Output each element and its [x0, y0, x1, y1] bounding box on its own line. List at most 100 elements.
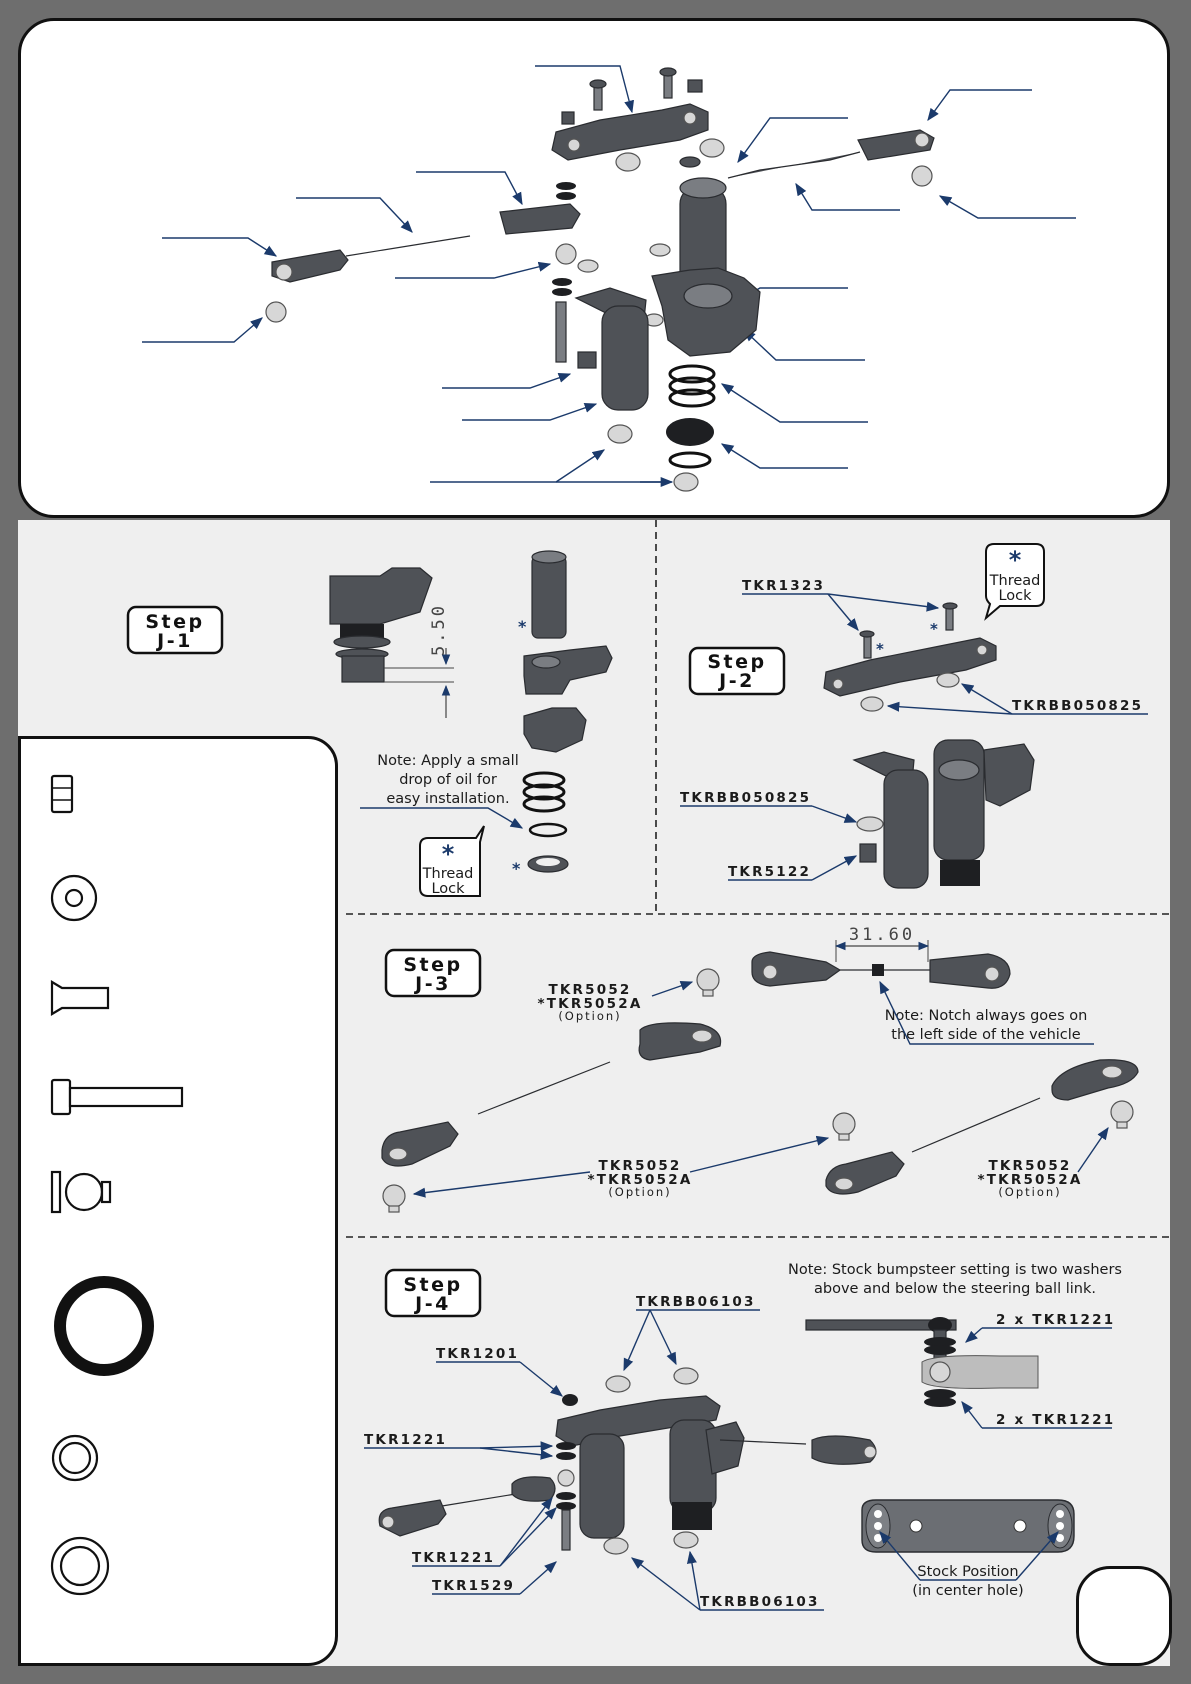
- j1-threadlock-line-2: Lock: [431, 881, 465, 897]
- j1-parts-stack: * *: [512, 550, 613, 878]
- hardware-legend: [50, 774, 184, 1596]
- step-j4-badge: Step J-4: [384, 1268, 482, 1318]
- j2-link-assembly: * *: [823, 602, 997, 712]
- j3-leader-ball-top: [651, 980, 694, 997]
- j3-notch-note: Note: Notch always goes on the left side…: [879, 980, 1094, 1045]
- section-dividers: [346, 520, 1172, 1238]
- j4-label-screw: TKR1529: [432, 1578, 515, 1594]
- j3-right-linkage: [825, 1059, 1139, 1195]
- j4-leader-screw: [519, 1561, 557, 1595]
- step-j3-title: Step: [403, 954, 462, 976]
- j4-label-nut: TKR1201: [436, 1346, 519, 1362]
- j2-threadlock-line-1: Thread: [989, 573, 1041, 589]
- j2-leader-screw-a: [827, 593, 859, 631]
- j3-label-ball-top-opt: (Option): [558, 1009, 621, 1023]
- j1-threadlock-callout: * Thread Lock: [419, 825, 485, 897]
- j4-label-washer-top-detail: 2 x TKR1221: [996, 1312, 1115, 1328]
- thick-shim-icon: [50, 1536, 110, 1596]
- j4-label-washer-upper: TKR1221: [364, 1432, 447, 1448]
- washer-icon: [50, 874, 98, 922]
- step-j3-badge: Step J-3: [384, 948, 482, 998]
- j1-oil-note: Note: Apply a small drop of oil for easy…: [360, 753, 524, 829]
- j4-leader-bearing-top-b: [649, 1309, 677, 1366]
- j4-leader-washer-upper-a: [479, 1441, 554, 1452]
- locknut-icon: [50, 774, 74, 814]
- j2-leader-bearing-a: [960, 683, 1013, 715]
- svg-text:*: *: [930, 620, 938, 638]
- j4-position-line-2: (in center hole): [912, 1583, 1023, 1599]
- j3-label-ball-mid-opt: (Option): [608, 1185, 671, 1199]
- j4-main-assembly: [378, 1367, 877, 1555]
- j4-note-line-1: Note: Stock bumpsteer setting is two was…: [788, 1262, 1122, 1278]
- j4-leader-washer-lower-a: [499, 1496, 553, 1567]
- j4-bumpsteer-note: Note: Stock bumpsteer setting is two was…: [788, 1262, 1122, 1297]
- svg-text:*: *: [518, 617, 527, 636]
- j4-leader-detail-top: [965, 1327, 983, 1343]
- pivot-ball-icon: [50, 1170, 112, 1214]
- j1-note-line-3: easy installation.: [386, 791, 509, 807]
- j4-leader-bearing-top-a: [623, 1309, 651, 1372]
- j3-note-line-1: Note: Notch always goes on: [885, 1008, 1088, 1024]
- step-j2-number: J-2: [717, 670, 755, 692]
- j3-leader-ball-mid-right: [689, 1135, 830, 1173]
- j3-label-ball-right: TKR5052: [988, 1158, 1071, 1174]
- step-j1-number: J-1: [155, 630, 193, 652]
- j2-label-bearing-top: TKRBB050825: [1012, 698, 1143, 714]
- exploded-overview: [142, 65, 1076, 492]
- j2-leader-bearing-left: [811, 805, 858, 823]
- j4-note-line-2: above and below the steering ball link.: [814, 1281, 1096, 1297]
- j3-note-line-2: the left side of the vehicle: [891, 1027, 1081, 1043]
- o-ring-icon: [54, 1276, 154, 1376]
- j4-leader-detail-bottom: [961, 1401, 983, 1429]
- j2-threadlock-callout: * Thread Lock: [984, 543, 1045, 621]
- j3-leader-ball-right: [1077, 1126, 1109, 1173]
- step-j1-badge: Step J-1: [126, 605, 224, 655]
- j4-position-leader-right: [1015, 1531, 1059, 1581]
- j3-label-ball-top: TKR5052: [548, 982, 631, 998]
- svg-text:*: *: [512, 859, 521, 878]
- j3-note-leader: [879, 980, 1094, 1045]
- step-j4-number: J-4: [413, 1293, 451, 1315]
- page-number-badge: [1076, 1566, 1172, 1666]
- j1-dimension: 5.50: [429, 603, 449, 656]
- svg-text:*: *: [876, 640, 884, 658]
- j3-assembled-linkage: 31.60: [751, 925, 1011, 989]
- j4-leader-bearing-bottom-a: [630, 1557, 701, 1611]
- flathead-screw-icon: [50, 980, 110, 1016]
- step-j3-number: J-3: [413, 973, 451, 995]
- j2-threadlock-line-2: Lock: [998, 588, 1032, 604]
- j3-label-ball-right-opt: (Option): [998, 1185, 1061, 1199]
- j2-leader-bushing: [811, 855, 858, 881]
- j4-label-bearing-top: TKRBB06103: [636, 1294, 756, 1310]
- step-j4-title: Step: [403, 1274, 462, 1296]
- overview-leaders: [142, 65, 1076, 488]
- j3-label-ball-right-alt: *TKR5052A: [978, 1172, 1083, 1188]
- j3-leader-ball-mid-left: [412, 1171, 591, 1198]
- j4-leader-bearing-bottom-b: [686, 1550, 701, 1611]
- j4-leader-washer-upper-b: [479, 1447, 554, 1460]
- j3-dimension: 31.60: [849, 925, 915, 945]
- j1-note-line-1: Note: Apply a small: [377, 753, 518, 769]
- j2-leader-bearing-b: [886, 701, 1013, 715]
- j2-label-screw: TKR1323: [742, 578, 825, 594]
- asterisk-icon: *: [442, 840, 455, 868]
- shim-icon: [51, 1434, 99, 1482]
- step-j1: Step J-1 5.50: [126, 550, 613, 897]
- step-j1-title: Step: [145, 611, 204, 633]
- step-j2-title: Step: [707, 651, 766, 673]
- j2-label-bearing-left: TKRBB050825: [680, 790, 811, 806]
- j4-leader-washer-lower-b: [499, 1507, 557, 1567]
- j2-leader-screw-b: [827, 593, 940, 612]
- caphead-screw-icon: [50, 1078, 184, 1116]
- j1-bellcrank-sideview: 5.50: [329, 567, 454, 718]
- j4-label-washer-bottom-detail: 2 x TKR1221: [996, 1412, 1115, 1428]
- j4-label-washer-lower: TKR1221: [412, 1550, 495, 1566]
- j3-label-ball-top-alt: *TKR5052A: [538, 996, 643, 1012]
- step-j3: Step J-3 31.60 Note: Notch always goes o…: [381, 925, 1139, 1213]
- j3-left-linkage: [381, 1022, 722, 1213]
- j4-label-bearing-bottom: TKRBB06103: [700, 1594, 820, 1610]
- step-j4: Step J-4 Note: Stock bumpsteer setting i…: [364, 1262, 1122, 1611]
- step-j2-badge: Step J-2: [688, 646, 786, 696]
- step-j2: Step J-2 * Thread Lock * * TKR1323 TKRBB…: [680, 543, 1148, 889]
